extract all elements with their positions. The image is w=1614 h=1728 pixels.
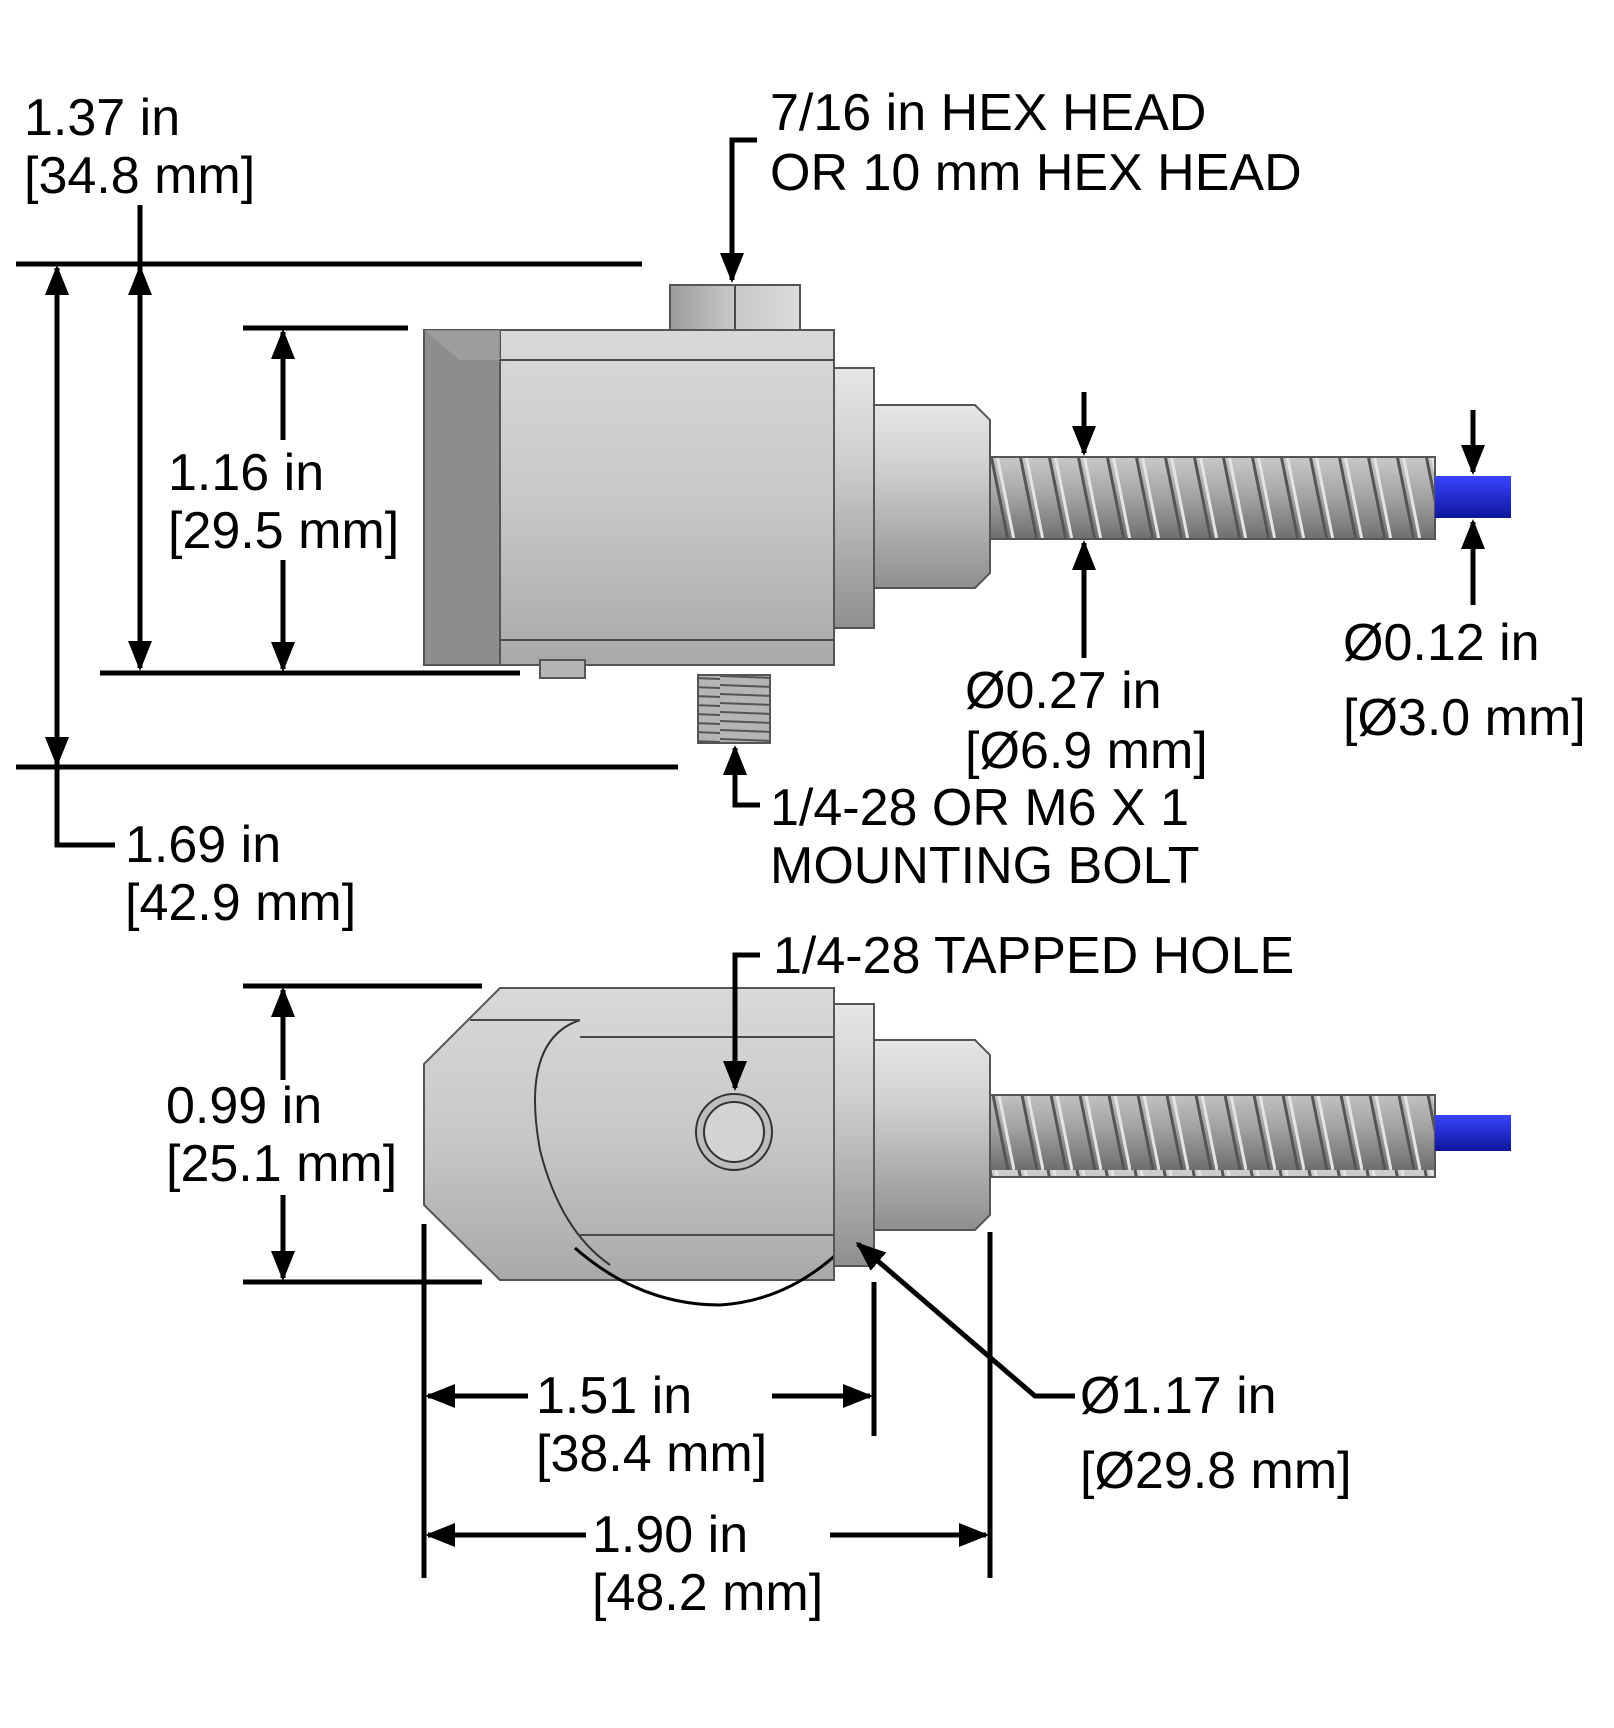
body-height-mm: [29.5 mm]	[168, 502, 399, 560]
cable-dia-in: Ø0.27 in	[965, 662, 1162, 720]
strain-relief-top	[873, 1039, 991, 1231]
dimension-labels: 1.37 in [34.8 mm] 7/16 in HEX HEAD OR 10…	[24, 84, 1586, 1622]
top-view	[423, 987, 1511, 1307]
hex-head	[669, 284, 801, 333]
wire	[1435, 476, 1511, 518]
collar	[833, 367, 875, 629]
tapped-hole-label: 1/4-28 TAPPED HOLE	[773, 927, 1294, 985]
dimension-lines-bottom	[243, 952, 1075, 1578]
strain-relief	[873, 404, 991, 589]
dimension-lines-top	[16, 137, 1485, 848]
total-height-mm: [42.9 mm]	[125, 874, 356, 932]
mounting-bolt	[697, 674, 771, 744]
mounting-bolt-line1: 1/4-28 OR M6 X 1	[770, 779, 1189, 837]
body-height-in: 1.16 in	[168, 444, 324, 502]
side-view	[423, 284, 1511, 744]
total-height-in: 1.69 in	[125, 816, 281, 874]
cable-dia-mm: [Ø6.9 mm]	[965, 722, 1208, 780]
base-height-in: 0.99 in	[166, 1077, 322, 1135]
tapped-hole	[695, 1093, 773, 1171]
wire-dia-mm: [Ø3.0 mm]	[1343, 689, 1586, 747]
armored-cable	[989, 456, 1436, 540]
mounting-bolt-line2: MOUNTING BOLT	[770, 837, 1199, 895]
wire-dia-in: Ø0.12 in	[1343, 614, 1540, 672]
armored-cable-top	[989, 1094, 1436, 1178]
base-outline	[574, 1229, 862, 1307]
overall-height-mm: [34.8 mm]	[24, 147, 255, 205]
wire-top	[1435, 1115, 1511, 1151]
base-height-mm: [25.1 mm]	[166, 1135, 397, 1193]
hex-head-line2: OR 10 mm HEX HEAD	[770, 144, 1302, 202]
body-length-mm: [38.4 mm]	[536, 1425, 767, 1483]
body-length-in: 1.51 in	[536, 1367, 692, 1425]
base-dia-in: Ø1.17 in	[1080, 1367, 1277, 1425]
overall-length-mm: [48.2 mm]	[592, 1564, 823, 1622]
sensor-body	[423, 329, 835, 679]
hex-head-line1: 7/16 in HEX HEAD	[770, 84, 1206, 142]
base-dia-mm: [Ø29.8 mm]	[1080, 1442, 1352, 1500]
overall-height-in: 1.37 in	[24, 89, 180, 147]
overall-length-in: 1.90 in	[592, 1506, 748, 1564]
collar-top	[833, 1003, 875, 1267]
